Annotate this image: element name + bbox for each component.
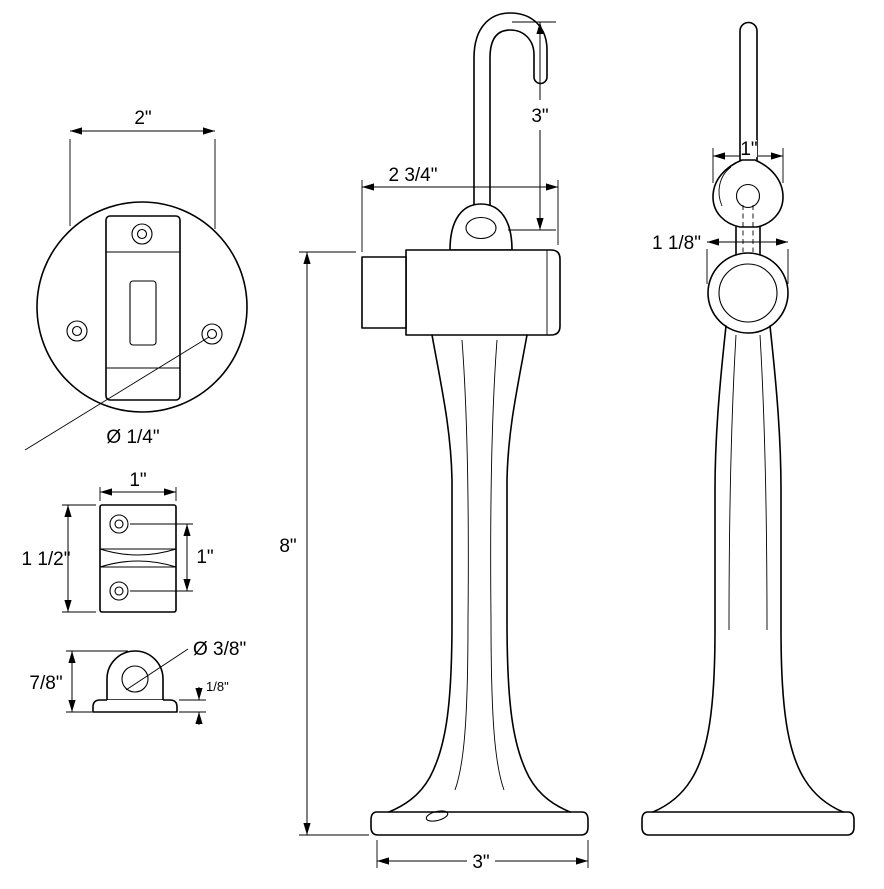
- leader-line: [125, 648, 189, 691]
- dim-label-flange-thickness: 1/8": [206, 679, 229, 694]
- stem-shading-line: [490, 339, 505, 791]
- front-view: 2 3/4" 3" 8" 3": [279, 12, 589, 873]
- hook-curl-line: [718, 166, 732, 207]
- hook-side-profile: [712, 159, 784, 228]
- plate-outline-circle: [36, 201, 248, 413]
- stem-shading-line: [759, 334, 768, 631]
- keeper-hole: [109, 581, 129, 601]
- stem-right-edge: [769, 325, 844, 813]
- bracket-slot: [129, 280, 157, 346]
- keeper-hole-inner: [114, 586, 124, 596]
- keeper-recess-arc: [99, 548, 177, 556]
- mounting-hole: [66, 320, 88, 342]
- eye-flange: [92, 699, 178, 713]
- hook-rod: [739, 21, 758, 163]
- mounting-hole-inner: [206, 328, 218, 340]
- keeper-hole: [109, 514, 129, 534]
- dim-label-eye-dia: Ø 3/8": [193, 639, 246, 660]
- dim-label-keeper-width: 1": [129, 470, 146, 491]
- hook-eye-hole: [735, 183, 761, 209]
- eye-view: Ø 3/8" 7/8" 1/8": [29, 639, 246, 725]
- dim-label-body-width: 2 3/4": [388, 165, 437, 186]
- dim-label-hole-dia: Ø 1/4": [106, 427, 159, 448]
- mounting-hole: [201, 323, 223, 345]
- keeper-view: 1" 1 1/2" 1": [21, 470, 214, 613]
- top-view: 2" Ø 1/4": [24, 108, 248, 451]
- stem-shading-line: [728, 334, 737, 631]
- collar-inner-circle: [718, 263, 778, 323]
- lug-hole: [465, 216, 497, 240]
- dim-label-plate-width: 2": [134, 108, 151, 129]
- bracket-body: [105, 215, 181, 401]
- dim-label-hole-spacing: 1": [196, 547, 213, 568]
- collar-outer-circle: [707, 252, 789, 334]
- stem-left-edge: [388, 334, 453, 813]
- base-hole: [425, 810, 449, 822]
- dim-label-base-width: 3": [472, 852, 489, 873]
- dim-label-collar-dia: 1 1/8": [652, 233, 701, 254]
- dim-label-hook-width: 1": [740, 139, 757, 160]
- label-background: [742, 140, 757, 157]
- mounting-hole: [131, 223, 153, 245]
- dim-label-hook-height: 3": [531, 106, 548, 127]
- eye-hole: [121, 665, 149, 693]
- dim-label-overall-height: 8": [279, 536, 296, 557]
- stem-right-edge: [506, 334, 571, 813]
- stem-left-edge: [652, 325, 727, 813]
- body-end-cap: [361, 256, 407, 329]
- base-plate: [370, 811, 589, 836]
- dim-label-keeper-height: 1 1/2": [21, 549, 70, 570]
- base-plate: [641, 811, 855, 836]
- dim-label-eye-height: 7/8": [29, 673, 62, 694]
- mounting-hole-inner: [136, 228, 148, 240]
- stem-shading-line: [454, 339, 469, 791]
- keeper-hole-inner: [114, 519, 124, 529]
- side-view: 1" 1 1/8": [641, 21, 855, 836]
- keeper-recess-arc: [99, 560, 177, 568]
- keeper-body: [99, 504, 177, 613]
- leader-line: [24, 336, 210, 451]
- mounting-hole-inner: [71, 325, 83, 337]
- body-cylinder: [405, 249, 561, 336]
